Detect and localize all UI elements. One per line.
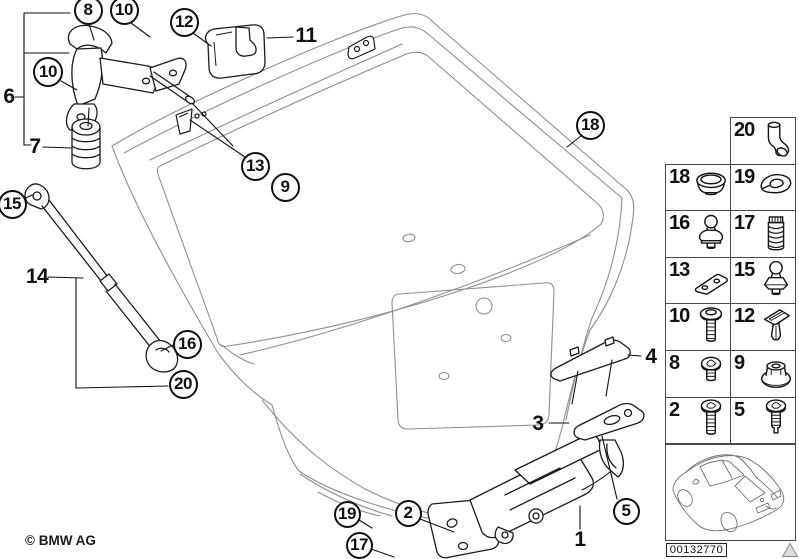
spring-washer-icon xyxy=(757,165,795,209)
label-6[interactable]: 6 xyxy=(3,85,15,108)
part-number: 2 xyxy=(669,398,680,421)
torx-screw-short-icon xyxy=(692,352,730,396)
sidebar-cell-12[interactable]: 12 xyxy=(730,303,796,351)
grommet-icon xyxy=(692,165,730,209)
sidebar-cell-10[interactable]: 10 xyxy=(665,303,731,351)
part-number: 20 xyxy=(734,119,755,141)
striker-parts xyxy=(550,336,645,478)
shim-plate-icon xyxy=(692,259,730,303)
part-number: 16 xyxy=(669,212,690,235)
sidebar-cell-9[interactable]: 9 xyxy=(730,350,796,398)
vehicle-sketch xyxy=(672,453,785,532)
gas-strut-part xyxy=(24,183,179,373)
label-11[interactable]: 11 xyxy=(295,24,317,47)
sidebar-cell-15[interactable]: 15 xyxy=(730,256,796,305)
sidebar-cell-5[interactable]: 5 xyxy=(730,396,796,445)
diagram-number: 00132770 xyxy=(666,542,727,558)
callout-18[interactable]: 18 xyxy=(575,110,605,140)
sidebar-cell-18[interactable]: 18 xyxy=(665,163,731,212)
vehicle-thumbnail xyxy=(665,443,796,542)
sidebar-cell-13[interactable]: 13 xyxy=(665,256,731,305)
sidebar-cell-2[interactable]: 2 xyxy=(665,396,731,445)
ball-pin-icon xyxy=(692,212,730,256)
callout-8[interactable]: 8 xyxy=(73,0,103,25)
callout-13[interactable]: 13 xyxy=(240,151,270,181)
part-number: 19 xyxy=(734,165,755,188)
lock-assembly-part xyxy=(427,434,603,559)
torx-screw-tip-icon xyxy=(757,398,795,442)
part-number: 13 xyxy=(669,258,690,281)
warning-triangle-icon xyxy=(781,542,799,557)
buffer-part xyxy=(71,118,101,170)
part-number: 10 xyxy=(669,305,690,328)
threaded-buffer-icon xyxy=(757,212,795,256)
expansion-rivet-icon xyxy=(757,305,795,349)
part-number: 17 xyxy=(734,212,755,235)
part-number: 5 xyxy=(734,398,745,421)
label-1[interactable]: 1 xyxy=(574,528,586,551)
callout-2[interactable]: 2 xyxy=(394,499,422,527)
sidebar-cell-20[interactable]: 20 xyxy=(730,117,796,165)
socket-elbow-icon xyxy=(757,119,795,163)
band-fittings xyxy=(175,35,376,135)
part-number: 8 xyxy=(669,352,680,374)
callout-10[interactable]: 10 xyxy=(109,0,139,25)
sidebar-cell-8[interactable]: 8 xyxy=(665,350,731,398)
sidebar-cell-19[interactable]: 19 xyxy=(730,163,796,212)
callout-20[interactable]: 20 xyxy=(168,369,198,399)
label-7[interactable]: 7 xyxy=(29,135,41,158)
torx-screw-icon xyxy=(692,398,730,442)
callout-9[interactable]: 9 xyxy=(270,172,300,202)
callout-10[interactable]: 10 xyxy=(33,57,63,87)
ball-pin-hex-icon xyxy=(757,259,795,303)
part-number: 15 xyxy=(734,258,755,281)
label-14[interactable]: 14 xyxy=(25,265,49,288)
callout-15[interactable]: 15 xyxy=(0,189,27,219)
part-number: 9 xyxy=(734,352,745,374)
label-3[interactable]: 3 xyxy=(532,412,544,435)
flange-nut-icon xyxy=(757,352,795,396)
callout-5[interactable]: 5 xyxy=(612,497,640,525)
callout-16[interactable]: 16 xyxy=(172,329,202,359)
leader-lines xyxy=(14,12,642,558)
callout-17[interactable]: 17 xyxy=(345,531,373,559)
label-4[interactable]: 4 xyxy=(645,345,657,368)
cover-clip-part xyxy=(204,24,266,79)
flange-bolt-icon xyxy=(692,305,730,349)
sidebar-cell-16[interactable]: 16 xyxy=(665,210,731,258)
tailgate-outline xyxy=(111,13,635,525)
callout-12[interactable]: 12 xyxy=(169,7,199,37)
part-number: 12 xyxy=(734,305,755,328)
callout-19[interactable]: 19 xyxy=(333,500,361,528)
sidebar-cell-17[interactable]: 17 xyxy=(730,210,796,258)
copyright-label: © BMW AG xyxy=(25,533,96,548)
part-number: 18 xyxy=(669,165,690,188)
